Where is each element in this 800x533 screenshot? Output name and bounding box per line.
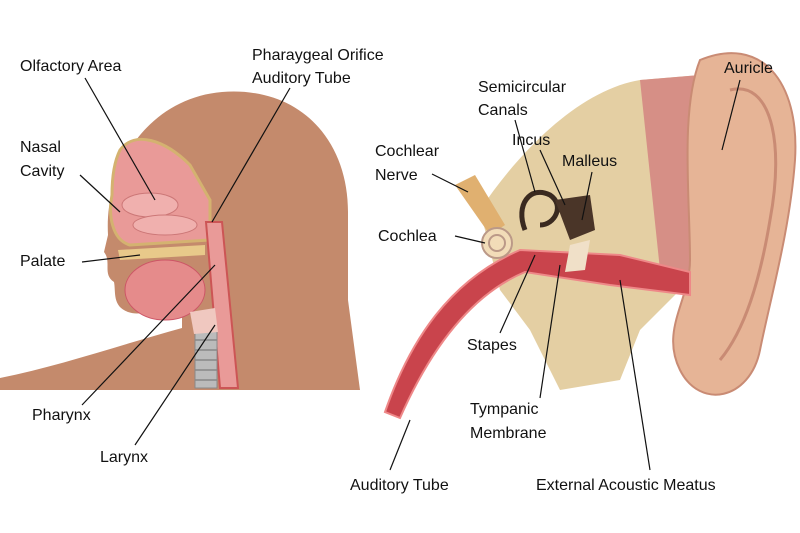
head-cross-section — [0, 91, 360, 390]
label-pharyngeal-orifice-line1: Pharaygeal Orifice — [252, 47, 384, 64]
cochlea-spiral — [488, 234, 506, 252]
label-nasal-cavity-line2: Cavity — [20, 163, 64, 180]
label-tympanic-membrane-line2: Membrane — [470, 425, 547, 442]
label-olfactory-area: Olfactory Area — [20, 58, 121, 75]
label-palate: Palate — [20, 253, 65, 270]
label-cochlear-nerve-line1: Cochlear — [375, 143, 440, 160]
cochlear-nerve-shape — [455, 175, 505, 235]
label-pharynx: Pharynx — [32, 407, 91, 424]
label-incus: Incus — [512, 132, 550, 149]
label-external-acoustic-meatus: External Acoustic Meatus — [536, 477, 716, 494]
label-nasal-cavity-line1: Nasal — [20, 139, 61, 156]
auricle-fold — [718, 87, 778, 361]
semicircular-canals-shape — [519, 190, 560, 231]
tympanic-membrane-shape — [565, 240, 590, 272]
label-auricle: Auricle — [724, 60, 773, 77]
tongue — [124, 259, 206, 321]
label-tympanic-membrane-line1: Tympanic — [470, 401, 538, 418]
label-cochlear-nerve-line2: Nerve — [375, 167, 418, 184]
larynx-shape — [190, 308, 218, 334]
label-pharyngeal-orifice-line2: Auditory Tube — [252, 70, 351, 87]
label-semicircular-canals-line2: Canals — [478, 102, 528, 119]
cochlea-shape — [481, 227, 513, 259]
label-cochlea: Cochlea — [378, 228, 437, 245]
auditory-tube-shape — [383, 248, 691, 420]
label-auditory-tube: Auditory Tube — [350, 477, 449, 494]
olfactory-turbinate — [121, 192, 179, 218]
label-semicircular-canals-line1: Semicircular — [478, 79, 567, 96]
label-stapes: Stapes — [467, 337, 517, 354]
skin-layer — [640, 75, 700, 280]
labels: Olfactory Area Pharaygeal Orifice Audito… — [20, 47, 773, 494]
label-larynx: Larynx — [100, 449, 148, 466]
leader-lines — [79, 77, 741, 471]
temporal-bone — [480, 75, 700, 390]
label-malleus: Malleus — [562, 153, 617, 170]
middle-turbinate — [132, 214, 198, 236]
ear-cross-section — [383, 52, 797, 420]
auricle-shape — [672, 52, 797, 396]
palate-shape — [118, 245, 205, 260]
